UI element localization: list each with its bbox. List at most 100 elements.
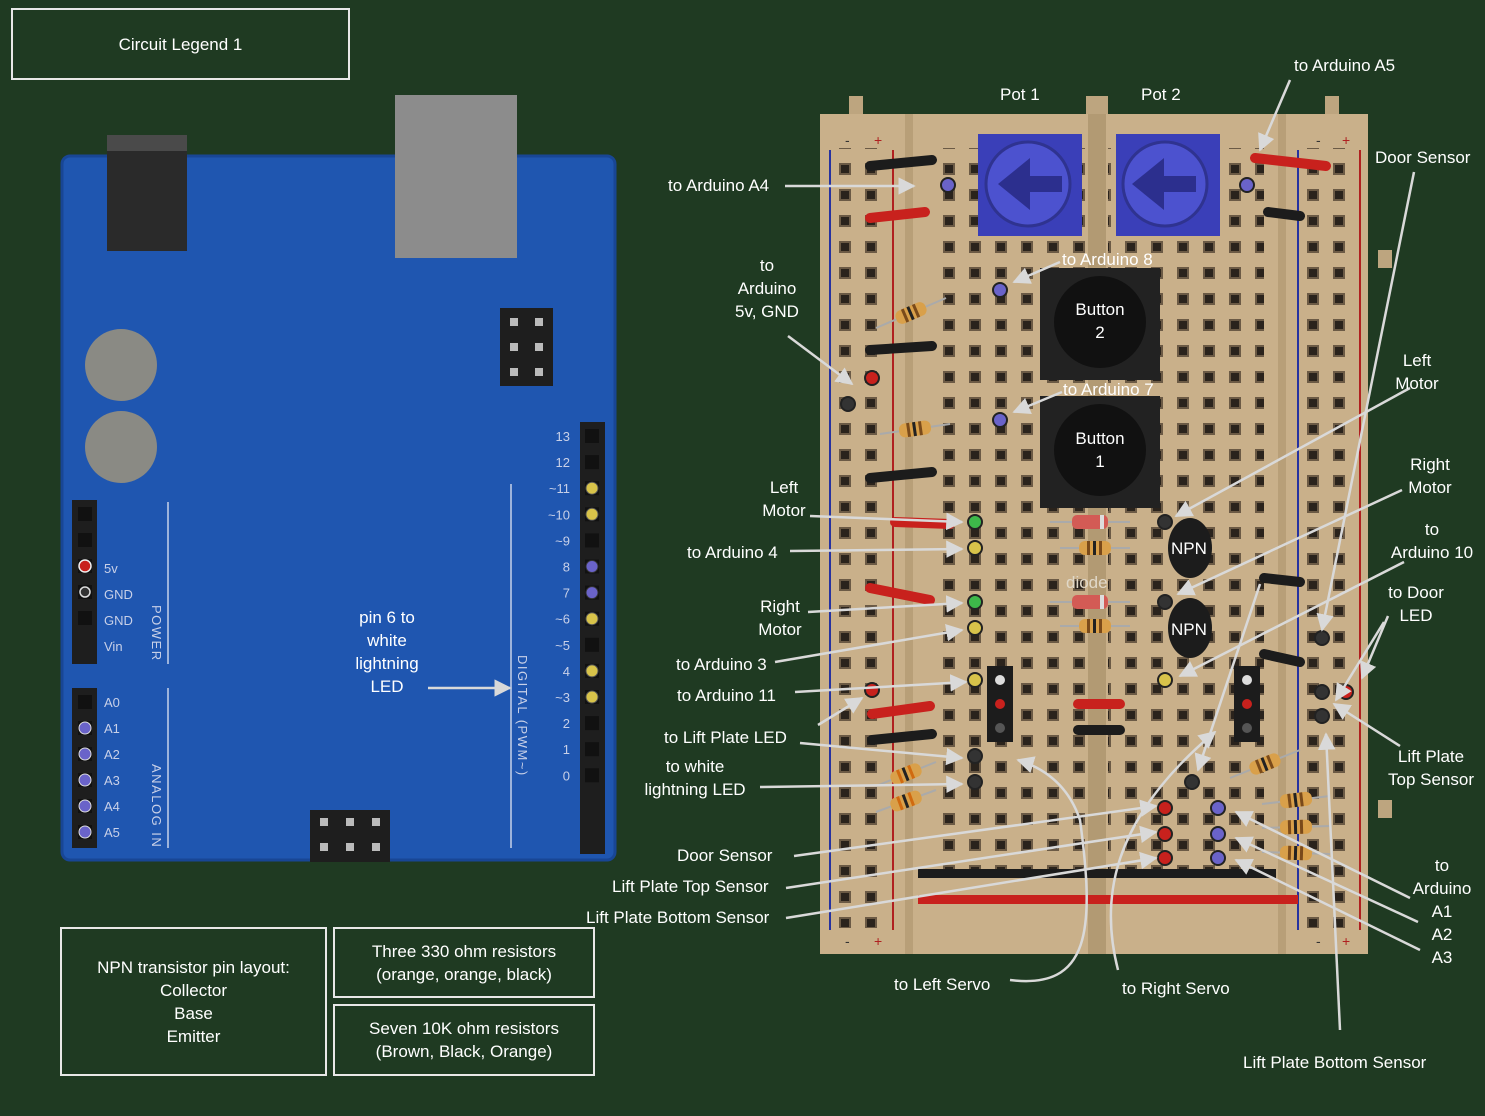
- annotation-arrow: [807, 595, 964, 614]
- jumper-wire: [865, 207, 930, 223]
- power-pin-wire: [78, 559, 92, 573]
- indicator-dot: [967, 540, 983, 556]
- digital-pin-wire: [585, 690, 599, 704]
- icsp-header: [500, 308, 553, 386]
- annotation-arrow: [1234, 836, 1419, 924]
- to-a123-label: to Arduino A1 A2 A3: [1412, 856, 1472, 967]
- analog-header: [72, 688, 97, 848]
- to-10-label: to Arduino 10: [1390, 520, 1474, 562]
- jumper-wire: [865, 155, 937, 171]
- indicator-dot: [1157, 514, 1173, 530]
- svg-text:-: -: [1316, 132, 1321, 148]
- resistor-band: [1254, 759, 1263, 774]
- indicator-dot: [864, 682, 880, 698]
- analog-pin-label: A5: [104, 825, 120, 840]
- jumper-wire: [865, 341, 937, 355]
- annotation-arrow: [1012, 390, 1063, 415]
- digital-pin-wire: [585, 612, 599, 626]
- annotation-arrow: [1360, 615, 1390, 680]
- indicator-dot: [1314, 708, 1330, 724]
- svg-text:-: -: [845, 132, 850, 148]
- power-section-label: POWER: [149, 605, 164, 662]
- to-7-label: to Arduino 7: [1063, 380, 1154, 399]
- capacitor: [85, 411, 157, 483]
- resistor-band: [1287, 793, 1292, 808]
- annotation-arrow: [785, 825, 1158, 890]
- res330-box: Three 330 ohm resistors (orange, orange,…: [333, 927, 595, 998]
- to-white-led-label: to white lightning LED: [644, 757, 746, 799]
- jumper-wire: [865, 467, 937, 483]
- analog-pin-label: A1: [104, 721, 120, 736]
- resistor-band: [1299, 846, 1304, 861]
- power-pin-socket: [78, 507, 92, 521]
- diode-band: [1100, 595, 1104, 609]
- pot2-label: Pot 2: [1141, 85, 1181, 104]
- resistor-band: [1087, 619, 1090, 633]
- annotation-arrow: [1332, 702, 1401, 748]
- analog-pin-wire: [78, 747, 92, 761]
- power-pin-label: GND: [104, 587, 133, 602]
- resistor-band: [1087, 541, 1090, 555]
- digital-pin-wire: [585, 664, 599, 678]
- pushbutton-1: [1040, 396, 1160, 508]
- resistor: [1249, 753, 1281, 775]
- digital-pin-socket: [585, 742, 599, 757]
- to-a5-label: to Arduino A5: [1294, 56, 1396, 75]
- digital-pin-socket: [585, 429, 599, 443]
- analog-pin-label: A0: [104, 695, 120, 710]
- resistor-band: [907, 792, 915, 807]
- digital-pin-socket: [585, 455, 599, 470]
- digital-pin-label: 13: [556, 429, 570, 444]
- digital-pin-wire: [585, 586, 599, 600]
- capacitor: [85, 329, 157, 401]
- annotation-arrow: [793, 799, 1158, 858]
- resistor: [890, 763, 922, 785]
- npn-transistor-1: [1168, 518, 1212, 578]
- jumper-wire: [865, 583, 935, 605]
- diode-band: [1100, 515, 1104, 529]
- resistor: [1079, 619, 1111, 633]
- jumper-wire: [1250, 153, 1331, 171]
- pot1-label: Pot 1: [1000, 85, 1040, 104]
- annotation-arrow: [799, 741, 964, 766]
- resistor-band: [1293, 792, 1298, 808]
- digital-pin-label: 0: [563, 768, 570, 783]
- digital-pin-label: ~6: [555, 612, 570, 627]
- res330-line1: Three 330 ohm resistors: [371, 941, 557, 961]
- res10k-line2: (Brown, Black, Orange): [375, 1042, 553, 1061]
- resistor: [1279, 791, 1313, 809]
- lift-bottom-bottom-label: Lift Plate Bottom Sensor: [1243, 1053, 1427, 1072]
- indicator-dot: [967, 620, 983, 636]
- resistor-band: [896, 796, 904, 811]
- diode-label: diode: [1066, 573, 1108, 592]
- diode-body: [1072, 515, 1108, 529]
- indicator-dot: [1157, 800, 1173, 816]
- npn-pin-base: Base: [174, 1003, 213, 1023]
- indicator-dot: [1239, 177, 1255, 193]
- resistor-band: [1299, 792, 1304, 807]
- annotation-arrow: [1334, 621, 1386, 702]
- svg-text:-: -: [845, 933, 850, 949]
- jumper-wire: [1259, 573, 1305, 587]
- npn-transistor-2: [1168, 598, 1212, 658]
- potentiometer-1: [978, 134, 1082, 236]
- analog-pin-label: A4: [104, 799, 120, 814]
- resistor-band: [1299, 819, 1304, 834]
- annotation-arrow: [759, 775, 964, 793]
- to-5v-gnd-label: to Arduino 5v, GND: [735, 256, 799, 321]
- digital-pin-socket: [585, 716, 599, 731]
- resistor-band: [900, 308, 910, 323]
- annotation-arrow: [809, 512, 964, 531]
- annotation-arrow: [1176, 488, 1403, 596]
- potentiometer-2: [1116, 134, 1220, 236]
- digital-pin-label: 8: [563, 560, 570, 575]
- indicator-dot: [967, 774, 983, 790]
- indicator-dot: [1157, 850, 1173, 866]
- resistor-band: [1287, 820, 1292, 835]
- digital-pin-label: 4: [563, 664, 570, 679]
- door-sensor-left-label: Door Sensor: [677, 846, 773, 865]
- resistor-band: [1293, 845, 1298, 861]
- lift-top-left-label: Lift Plate Top Sensor: [612, 877, 769, 896]
- jumper-wire: [867, 729, 937, 745]
